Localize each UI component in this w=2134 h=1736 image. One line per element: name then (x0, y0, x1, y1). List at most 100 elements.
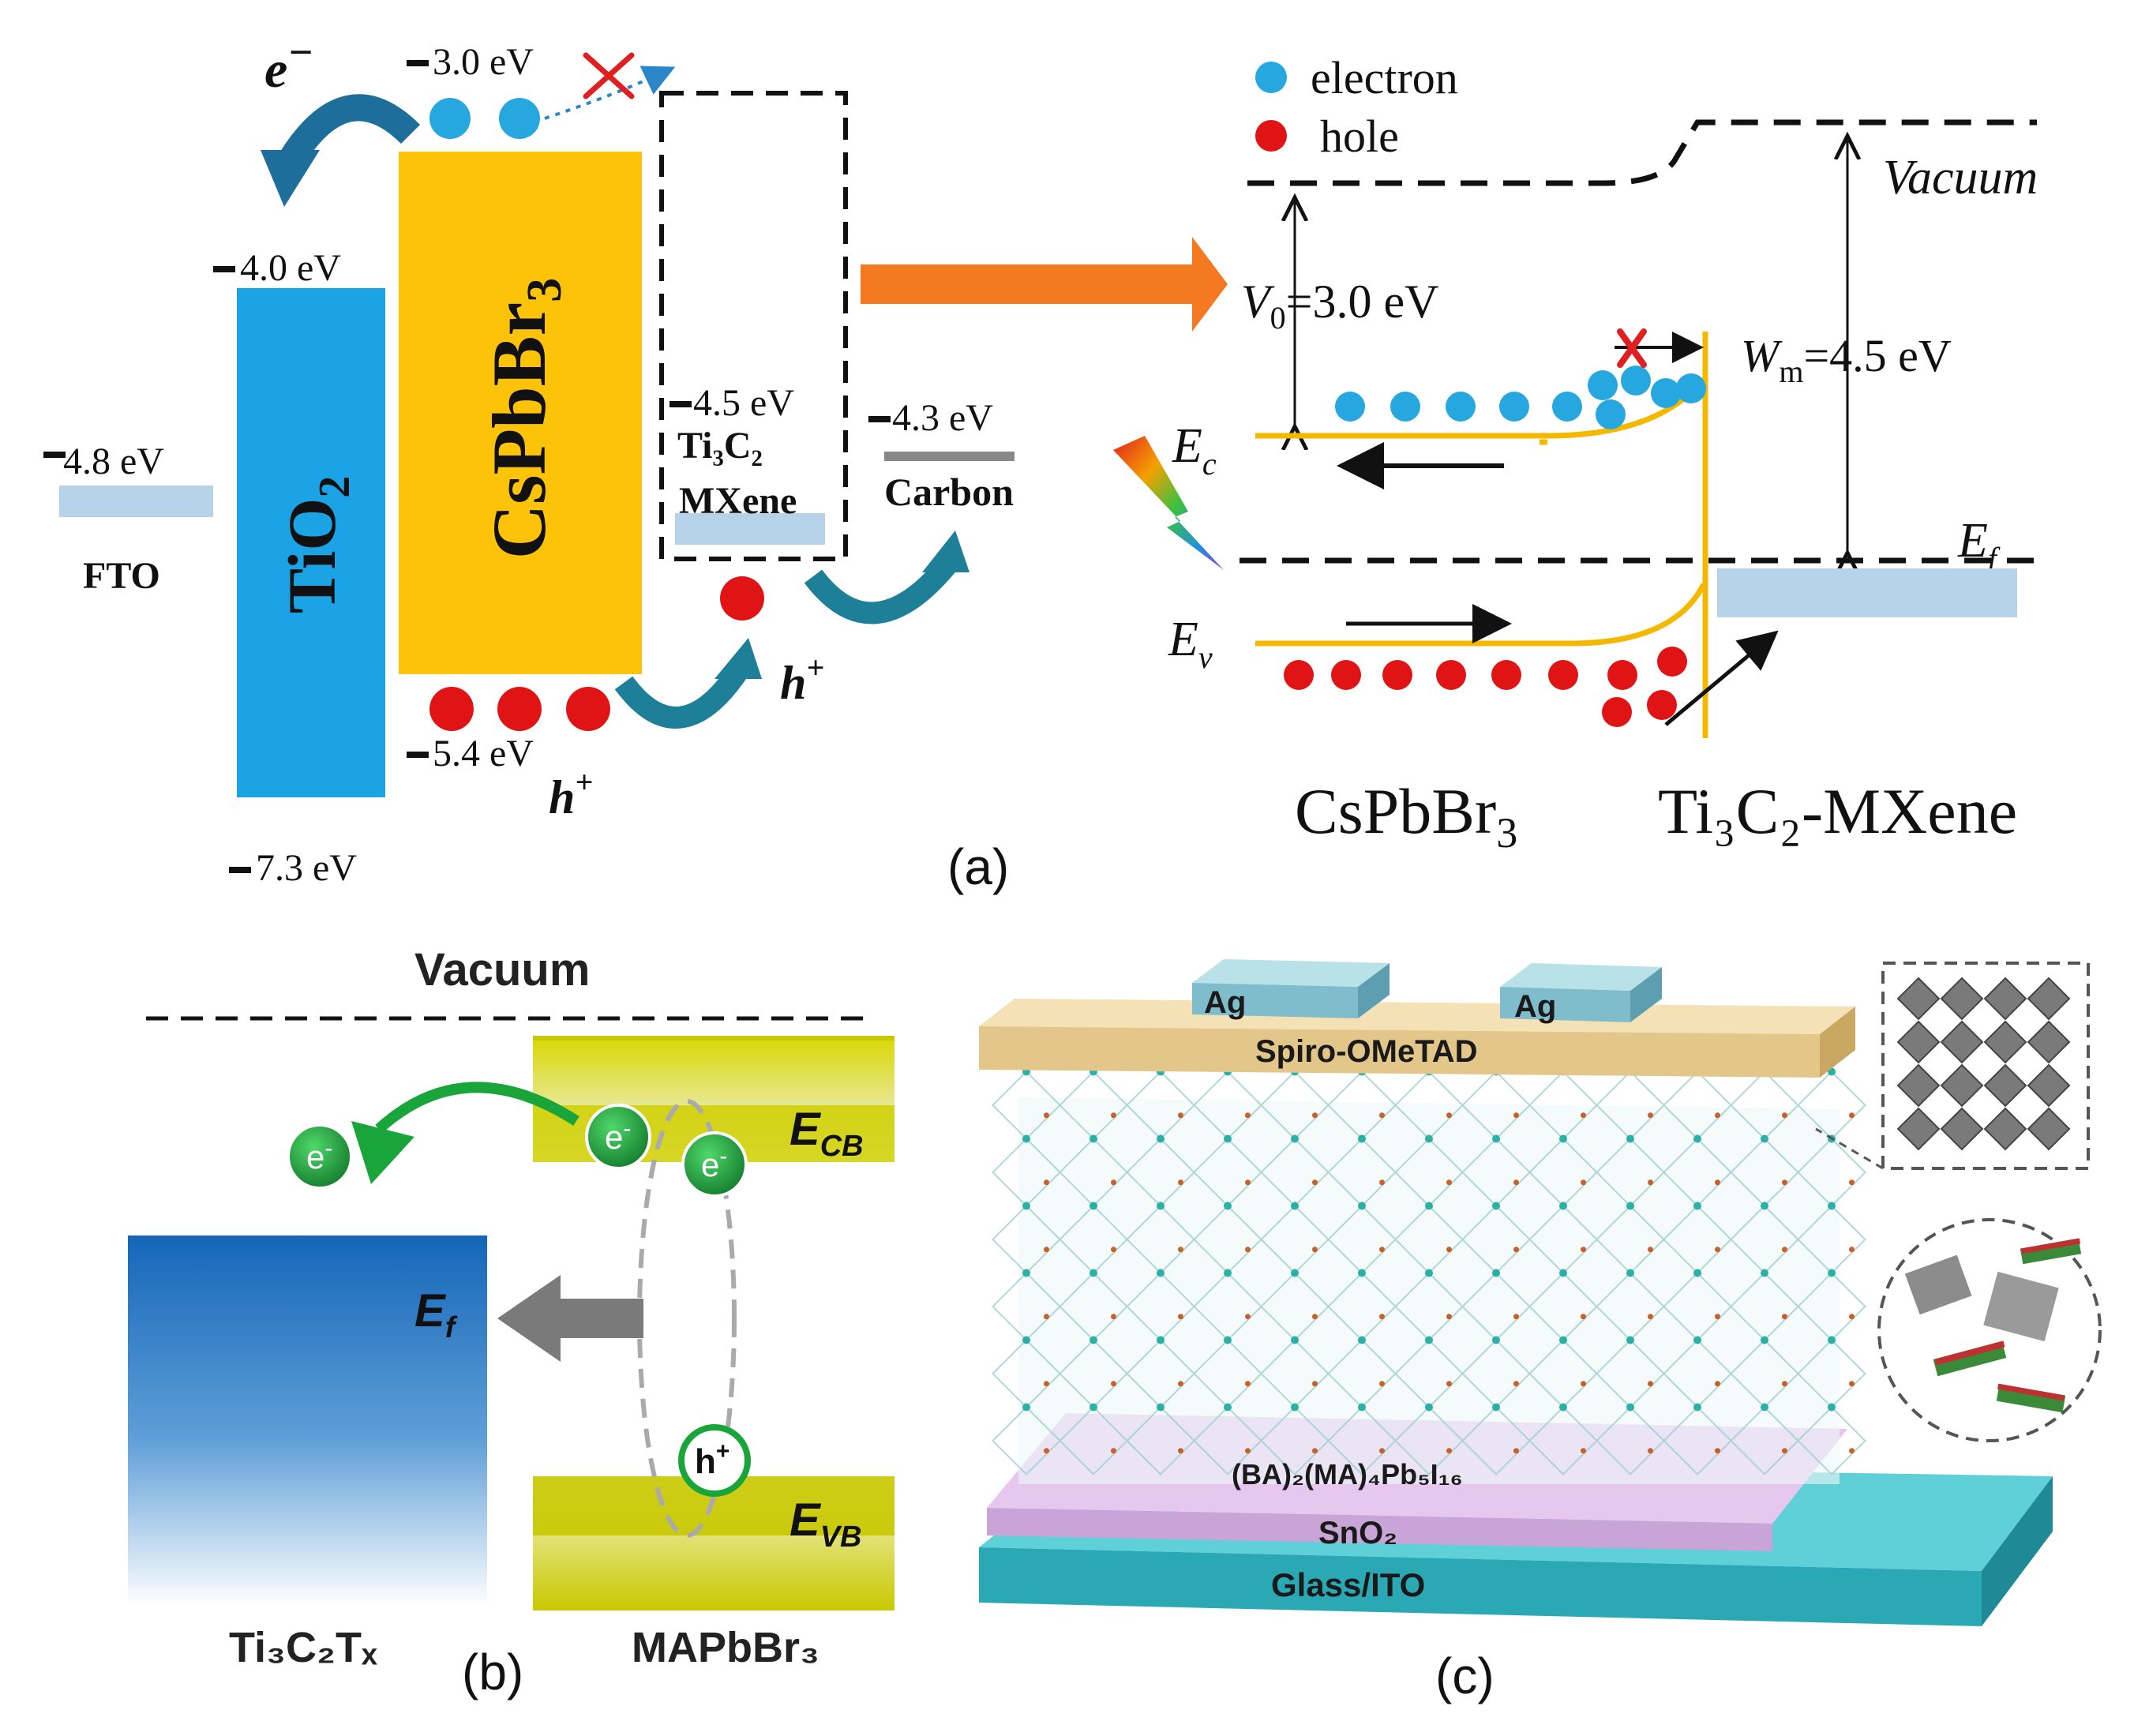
lattice-atom (1157, 1202, 1165, 1210)
organic-atom (1513, 1179, 1519, 1186)
electron-dot (1335, 392, 1365, 422)
inset-2d-structure (1904, 1238, 2082, 1413)
inset-octahedron (1983, 1020, 2027, 1064)
panel-b: Vacuum ECB EVB Ef e- e- e- (128, 944, 894, 1700)
lattice-atom (1828, 1403, 1836, 1412)
level-mxene: 4.5 eV (693, 382, 794, 424)
organic-atom (1715, 1314, 1720, 1320)
blocked-cross-icon (583, 52, 635, 99)
ti3c2tx-block (128, 1235, 487, 1607)
panel-b-hole: h+ (678, 1424, 751, 1497)
hole-transfer-arrowhead-1 (714, 638, 762, 679)
organic-atom (1849, 1112, 1855, 1119)
organic-atom (1581, 1381, 1586, 1387)
organic-atom (1513, 1381, 1519, 1387)
svg-text:e-: e- (306, 1135, 332, 1175)
octahedron (1730, 1406, 1799, 1475)
panel-c: Glass/ITO SnO₂ (BA)₂(MA)₄Pb₅I₁₆ Spiro-OM… (979, 959, 2102, 1704)
lattice-atom (1358, 1134, 1366, 1143)
lattice-atom (1157, 1269, 1165, 1277)
organic-atom (1245, 1247, 1251, 1253)
organic-atom (1111, 1247, 1116, 1253)
organic-atom (1648, 1112, 1653, 1119)
lattice-atom (1022, 1336, 1030, 1344)
organic-atom (1849, 1381, 1855, 1387)
lattice-atom (1425, 1336, 1433, 1344)
energy-level-labels: 3.0 eV 4.0 eV 4.8 eV 4.5 eV 4.3 eV 5.4 e… (43, 41, 993, 889)
organic-atom (1312, 1448, 1318, 1454)
organic-atom (1782, 1112, 1787, 1119)
hole-dot-mxene (720, 576, 764, 621)
band-electrons (1335, 366, 1706, 429)
mxene-level-bar (675, 513, 825, 545)
organic-atom (1178, 1179, 1183, 1186)
lattice-atom (1358, 1202, 1366, 1210)
lattice-atom (1022, 1269, 1030, 1277)
lattice-atom (1761, 1269, 1768, 1277)
svg-text:h+: h+ (695, 1438, 729, 1481)
organic-atom (1782, 1179, 1787, 1186)
lattice-atom (1559, 1336, 1567, 1344)
organic-atom (1245, 1381, 1251, 1387)
lattice-atom (1090, 1202, 1097, 1210)
carbon-label: Carbon (884, 470, 1014, 514)
electron-dot (1446, 392, 1476, 422)
lattice-atom (1291, 1202, 1299, 1210)
lattice-atom (1828, 1202, 1836, 1210)
octahedron (1461, 1406, 1531, 1475)
lattice-atom (1693, 1336, 1701, 1344)
panel-a: TiO2 CsPbBr3 Ti₃C₂ MXene FTO Carbon 3.0 … (43, 28, 1228, 889)
cb-band-top (533, 1036, 894, 1040)
organic-atom (1648, 1448, 1653, 1454)
organic-atom (1446, 1247, 1452, 1253)
organic-atom (1111, 1179, 1116, 1186)
organic-atom (1245, 1448, 1251, 1454)
sno2-label: SnO₂ (1318, 1516, 1397, 1550)
material-right-label: Ti₃C₂-MXene (1658, 775, 2017, 847)
inset-octahedron (1896, 1063, 1941, 1108)
hole-transfer-arrow-2 (804, 557, 956, 624)
lattice-atom (1425, 1202, 1433, 1210)
hole-transfer-arrow-1 (614, 664, 748, 729)
electron-dot (1596, 399, 1626, 429)
organic-atom (1379, 1247, 1385, 1253)
lattice-atom (1626, 1403, 1634, 1412)
hole-dot (1436, 660, 1466, 690)
lattice-atom (1626, 1202, 1634, 1210)
organic-atom (1581, 1247, 1586, 1253)
lattice-atom (1761, 1134, 1768, 1143)
transition-arrow (861, 237, 1228, 332)
lattice-atom (1559, 1269, 1567, 1277)
electron-dot (499, 98, 540, 139)
organic-atom (1581, 1314, 1586, 1320)
panel-a-band-diagram: electron hole Vacuum V0=3.0 eV Wm=4.5 eV… (947, 52, 2038, 895)
panel-c-label: (c) (1435, 1648, 1495, 1704)
wm-label: Wm=4.5 eV (1741, 330, 1952, 389)
octahedron (1797, 1406, 1866, 1475)
tio2-label: TiO2 (274, 476, 359, 614)
lattice-atom (1224, 1202, 1232, 1210)
organic-atom (1044, 1247, 1049, 1253)
octahedron (1596, 1406, 1665, 1475)
carbon-level-bar (884, 452, 1014, 461)
lattice-atom (1090, 1134, 1097, 1143)
organic-atom (1178, 1112, 1183, 1119)
level-top: 3.0 eV (433, 41, 534, 83)
lattice-atom (1559, 1202, 1567, 1210)
spiro-front (979, 1026, 1820, 1078)
lattice-atom (1626, 1134, 1634, 1143)
electron-hop-arrowhead (351, 1121, 414, 1184)
organic-atom (1111, 1448, 1116, 1454)
panel-b-material-left: Ti₃C₂Tₓ (229, 1624, 377, 1671)
organic-atom (1715, 1112, 1720, 1119)
level-vb: 5.4 eV (433, 733, 534, 774)
organic-atom (1513, 1448, 1519, 1454)
electron-dot (429, 98, 471, 139)
electron-dot (1552, 392, 1582, 422)
lattice-atom (1224, 1269, 1232, 1277)
lattice-atom (1090, 1403, 1097, 1412)
mxene-label-line1: Ti₃C₂ (677, 425, 763, 467)
organic-atom (1446, 1112, 1452, 1119)
organic-atom (1648, 1179, 1653, 1186)
hole-label-bottom: h+ (549, 764, 593, 823)
